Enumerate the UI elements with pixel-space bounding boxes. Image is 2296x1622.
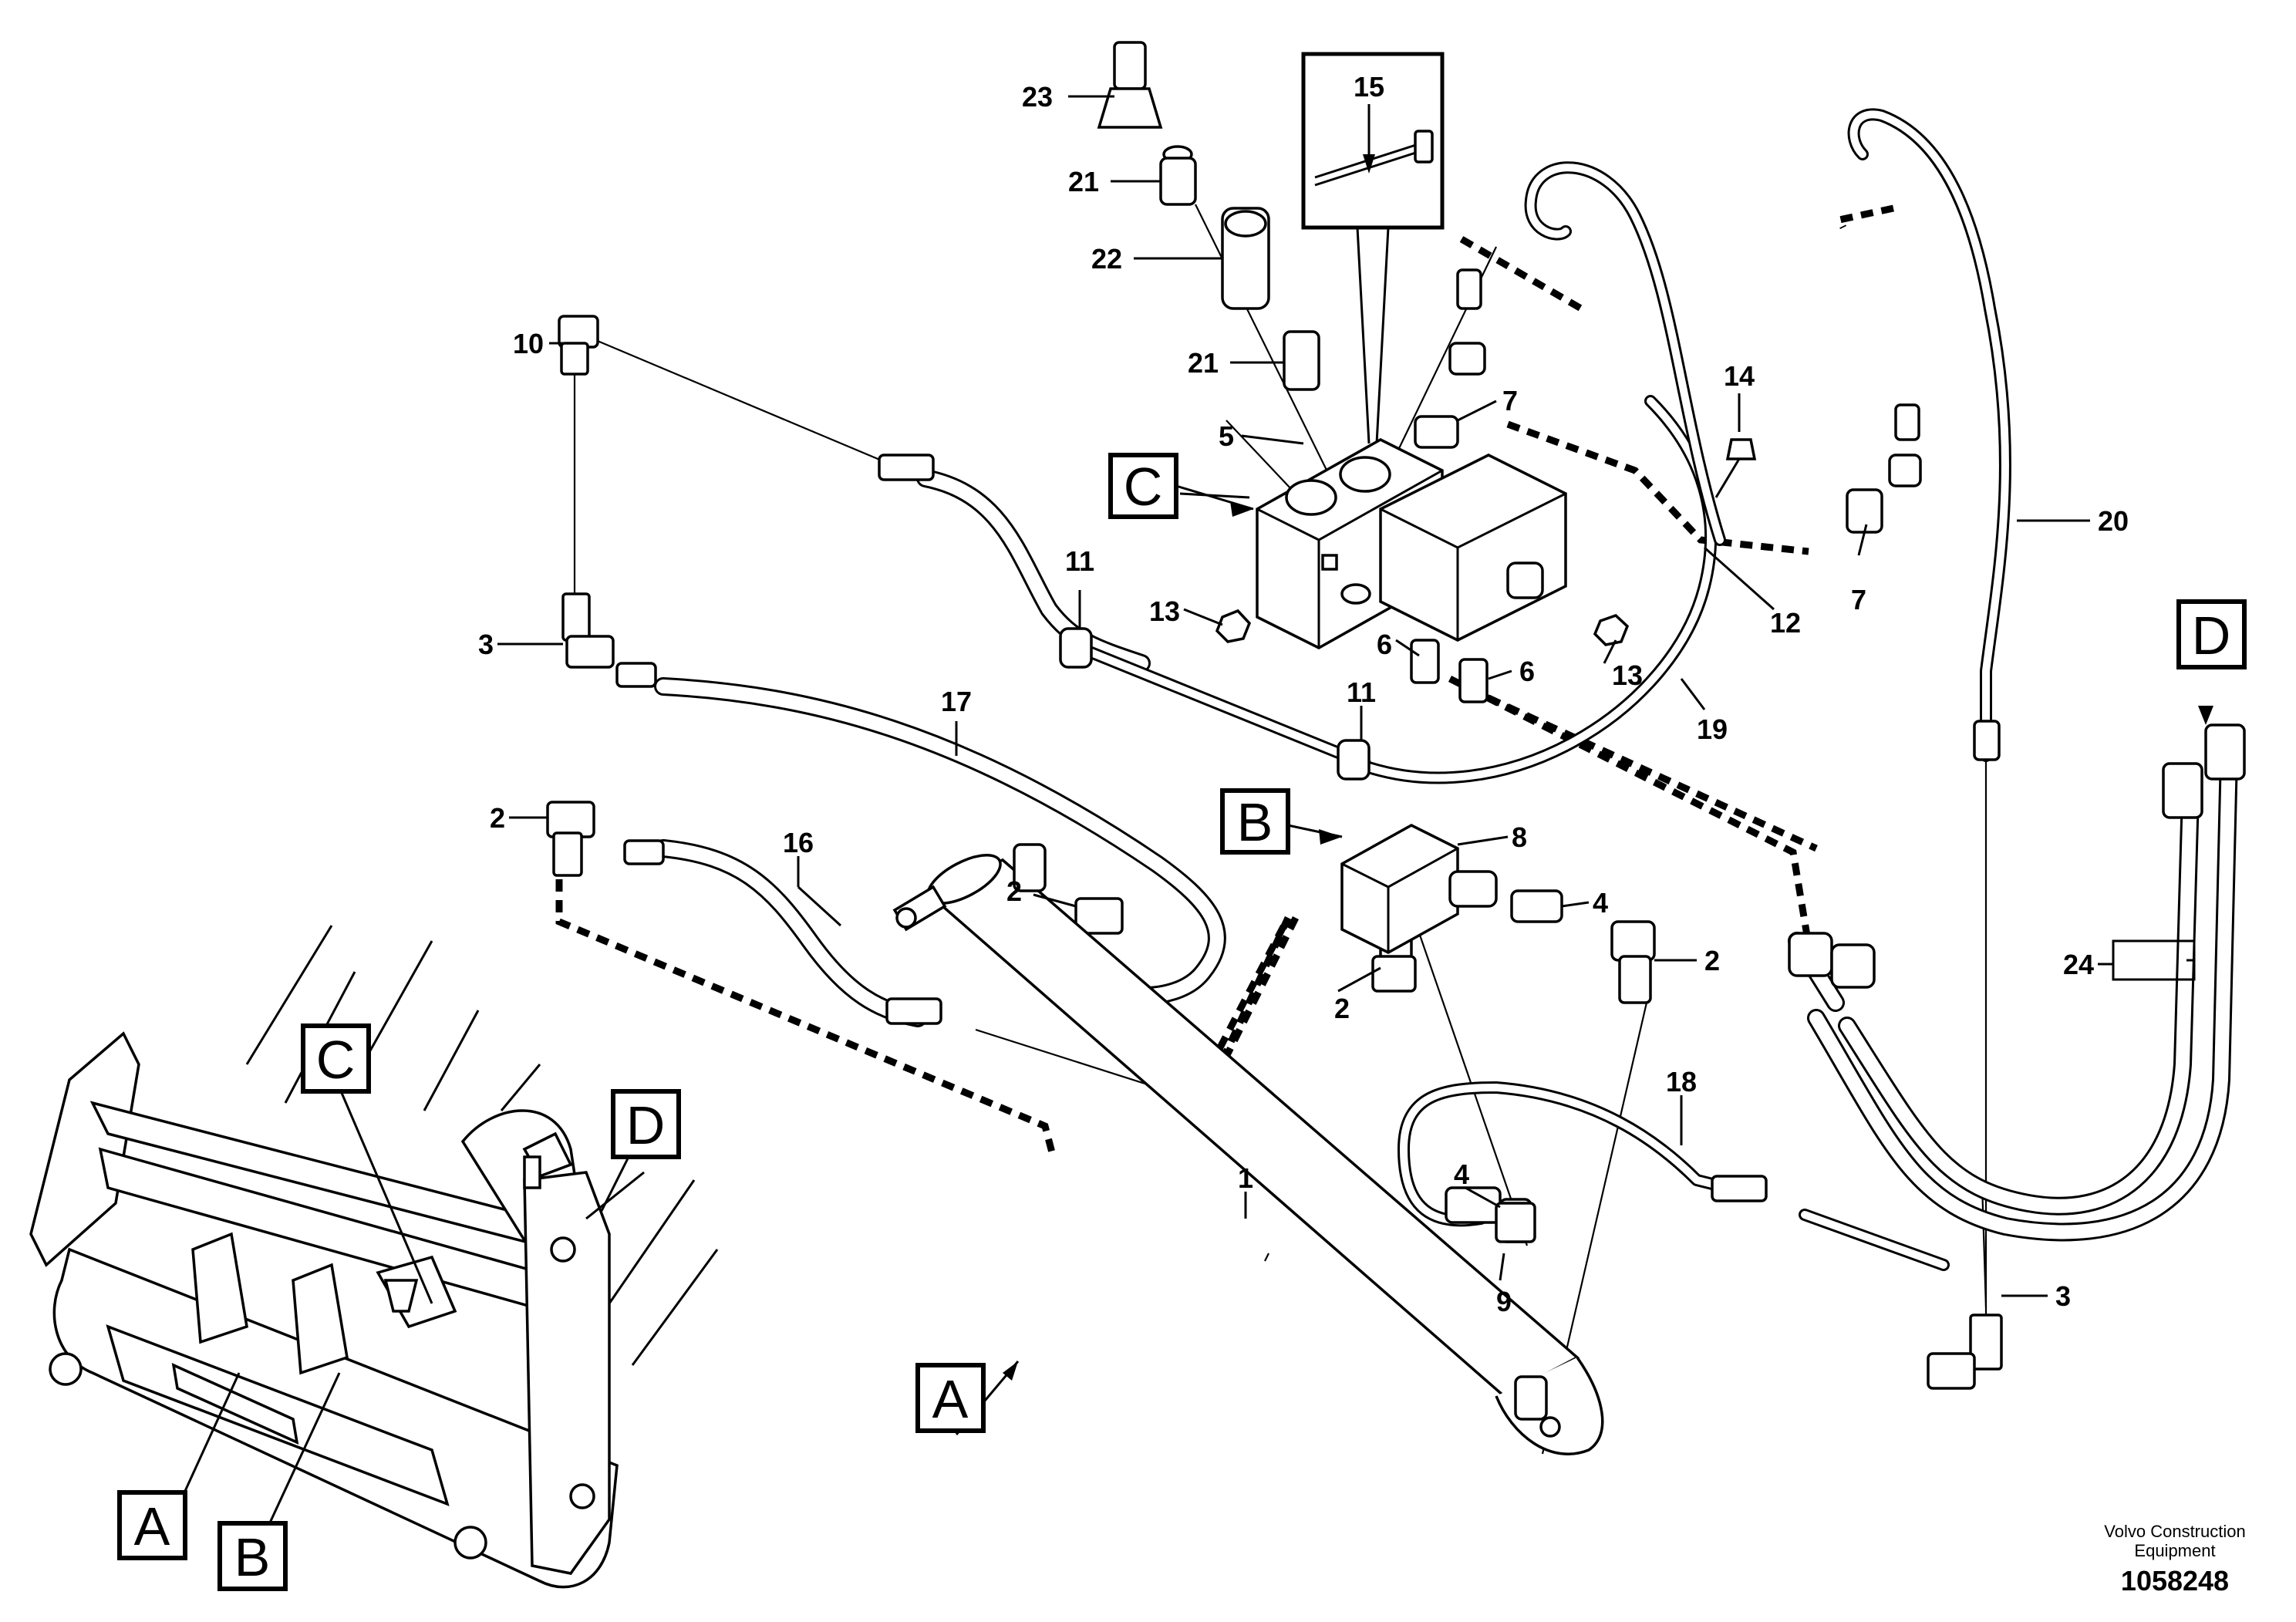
callout-10: 10: [513, 328, 544, 359]
pipe-20: [1847, 108, 2011, 762]
callout-3-lower: 3: [2055, 1280, 2071, 1312]
pipe-18: [1397, 1081, 1749, 1227]
pipe-19: [1351, 395, 1718, 784]
callout-2-middle: 2: [1006, 875, 1022, 907]
leader-lines: [176, 95, 2211, 1532]
callout-16: 16: [783, 827, 814, 858]
box-d-small: D: [611, 1089, 681, 1159]
svg-text:A: A: [932, 1369, 969, 1429]
callout-12: 12: [1770, 607, 1801, 639]
footer-credit: Volvo Construction Equipment 1058248: [2104, 1522, 2245, 1597]
pipe-hose-upper: [916, 469, 1371, 770]
callout-7-right: 7: [1851, 584, 1866, 615]
callout-19: 19: [1697, 713, 1728, 745]
callout-6-left: 6: [1377, 629, 1392, 660]
callout-numbers: 23 21 22 21 15 5 7 14 12 7 20 13 13 6 6 …: [478, 71, 2129, 1317]
letter-boxes: C B D A C D A B: [117, 453, 2247, 1591]
callout-2-right: 2: [1704, 945, 1720, 976]
callout-13-left: 13: [1149, 595, 1180, 627]
callout-3-upper: 3: [478, 629, 494, 660]
box-b-main: B: [1220, 788, 1290, 855]
callout-17: 17: [941, 686, 972, 717]
callout-23: 23: [1022, 81, 1053, 113]
svg-text:C: C: [1124, 457, 1163, 517]
callout-5: 5: [1219, 420, 1234, 452]
hose-16: [654, 839, 927, 1027]
part-5-valve-block: [1256, 438, 1567, 649]
box-a-small: A: [117, 1490, 187, 1560]
callout-9: 9: [1496, 1286, 1512, 1317]
part-15-bolt-detail: [1301, 52, 1445, 444]
svg-text:B: B: [234, 1527, 271, 1587]
dashed-connection-lines: [555, 204, 1894, 1157]
svg-text:C: C: [316, 1030, 356, 1090]
hoses-24: [1788, 747, 2238, 1242]
hose-17: [654, 677, 1226, 1006]
box-d-main: D: [2176, 599, 2247, 669]
drawing-number: 1058248: [2121, 1565, 2229, 1597]
footer-company-line2: Equipment: [2134, 1541, 2215, 1560]
part-8-block: [1340, 824, 1498, 954]
callout-8: 8: [1512, 821, 1527, 853]
callout-21-upper: 21: [1068, 166, 1099, 197]
svg-text:D: D: [626, 1095, 666, 1155]
svg-text:B: B: [1237, 792, 1273, 852]
callout-24: 24: [2063, 949, 2094, 980]
callout-13-right: 13: [1612, 659, 1643, 691]
callout-18: 18: [1666, 1066, 1697, 1098]
callout-2-left: 2: [490, 802, 505, 834]
box-b-small: B: [217, 1521, 288, 1591]
part-1-cylinder: [892, 843, 1604, 1455]
footer-company-line1: Volvo Construction: [2104, 1522, 2245, 1541]
callout-11-upper: 11: [1065, 545, 1094, 577]
callout-4-upper: 4: [1593, 887, 1608, 919]
arrowheads: [1003, 154, 2213, 1381]
callout-1: 1: [1238, 1162, 1253, 1194]
attachment-bracket-assembly: [29, 925, 719, 1589]
fittings: [546, 41, 2246, 1390]
callout-21-lower: 21: [1188, 347, 1219, 379]
callout-4-lower: 4: [1454, 1158, 1469, 1190]
callout-2-under-b: 2: [1334, 993, 1350, 1024]
callout-6-right: 6: [1519, 656, 1535, 687]
callout-15: 15: [1354, 71, 1384, 103]
box-c-main: C: [1108, 453, 1178, 519]
pipe-12: [1524, 161, 1726, 546]
callout-14: 14: [1724, 360, 1755, 392]
callout-22: 22: [1091, 243, 1122, 275]
pipe-3-lower: [1799, 1209, 1950, 1271]
callout-7-upper: 7: [1502, 385, 1518, 416]
box-c-small: C: [301, 1023, 371, 1094]
svg-text:A: A: [134, 1496, 170, 1556]
box-a-main: A: [915, 1363, 986, 1433]
callout-20: 20: [2098, 505, 2129, 537]
svg-text:D: D: [2192, 605, 2231, 666]
callout-11-lower: 11: [1347, 676, 1376, 708]
